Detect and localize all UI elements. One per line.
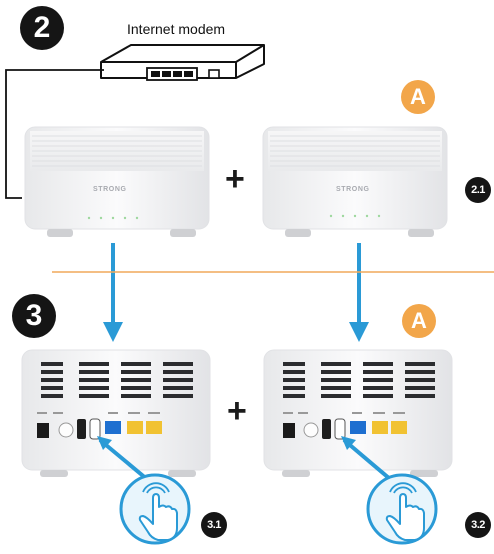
step-number-badge: 3 [12,294,56,338]
finger-press-icon [119,473,191,545]
modem-label: Internet modem [127,21,226,37]
plus-sign: + [225,160,245,198]
device-letter-badge: A [401,80,435,114]
mesh-router-icon [262,126,448,237]
blue-arrow-icon [349,243,369,342]
plus-sign: + [227,392,247,430]
substep-badge: 2.1 [465,177,491,203]
modem-icon [100,44,265,81]
finger-press-icon [366,473,438,545]
brand-label: STRONG [336,186,370,193]
substep-badge: 3.1 [201,512,227,538]
blue-arrow-icon [103,243,123,342]
mesh-router-icon [263,349,453,477]
step-number-badge: 2 [20,6,64,50]
mesh-router-icon [24,126,210,237]
ethernet-cable [5,69,104,199]
mesh-router-icon [21,349,211,477]
device-letter-badge: A [402,304,436,338]
substep-badge: 3.2 [465,512,491,538]
brand-label: STRONG [93,186,127,193]
